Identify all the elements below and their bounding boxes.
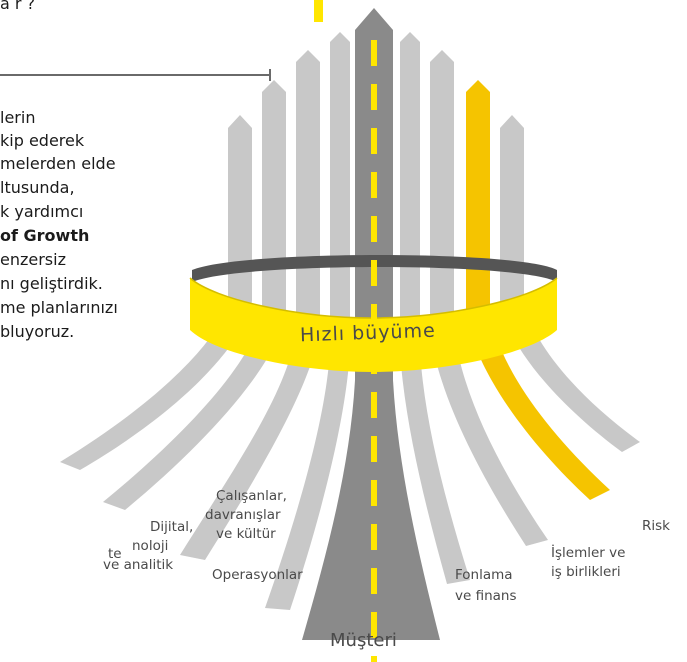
label-calisanlar-1: Çalışanlar,: [216, 488, 287, 504]
paragraph-line-6: of Growth: [0, 226, 90, 245]
paragraph-line-10: bluyoruz.: [0, 322, 75, 341]
label-islemler-1: İşlemler ve: [551, 545, 626, 561]
top-yellow-marker: [314, 0, 323, 22]
pillar-gold: [466, 80, 610, 500]
pillar-left-inner: [180, 50, 320, 560]
paragraph-line-5: k yardımcı: [0, 202, 84, 221]
paragraph-line-4: ltusunda,: [0, 178, 75, 197]
label-fonlama-2: ve finans: [455, 588, 517, 604]
band-back: [192, 255, 557, 282]
paragraph-line-8: nı geliştirdik.: [0, 274, 103, 293]
paragraph-line-1: lerin: [0, 108, 36, 127]
pillar-center-right: [400, 32, 470, 584]
label-dijital-4: ve analitik: [103, 557, 174, 573]
pillar-center-left: [265, 32, 350, 610]
label-operasyonlar: Operasyonlar: [212, 567, 303, 583]
paragraph-line-7: enzersiz: [0, 250, 66, 269]
pillar-far-right: [500, 115, 640, 452]
top-text-fragment: a r ?: [0, 0, 36, 13]
label-islemler-2: iş birlikleri: [551, 564, 621, 580]
paragraph-line-3: melerden elde: [0, 154, 116, 173]
pillar-far-left: [60, 115, 252, 470]
paragraph-line-2: kip ederek: [0, 131, 85, 150]
label-fonlama-1: Fonlama: [455, 567, 513, 583]
label-dijital-1: Dijital,: [150, 519, 194, 535]
label-risk: Risk: [642, 518, 670, 534]
center-label-musteri: Müşteri: [330, 630, 397, 651]
label-dijital-3: noloji: [132, 538, 169, 554]
pillar-left: [103, 80, 286, 510]
label-calisanlar-2: davranışlar: [205, 507, 281, 523]
paragraph-line-9: me planlarınızı: [0, 298, 118, 317]
label-dijital-2: te: [108, 546, 122, 562]
pillar-right-inner: [430, 50, 548, 546]
label-calisanlar-3: ve kültür: [216, 526, 276, 542]
